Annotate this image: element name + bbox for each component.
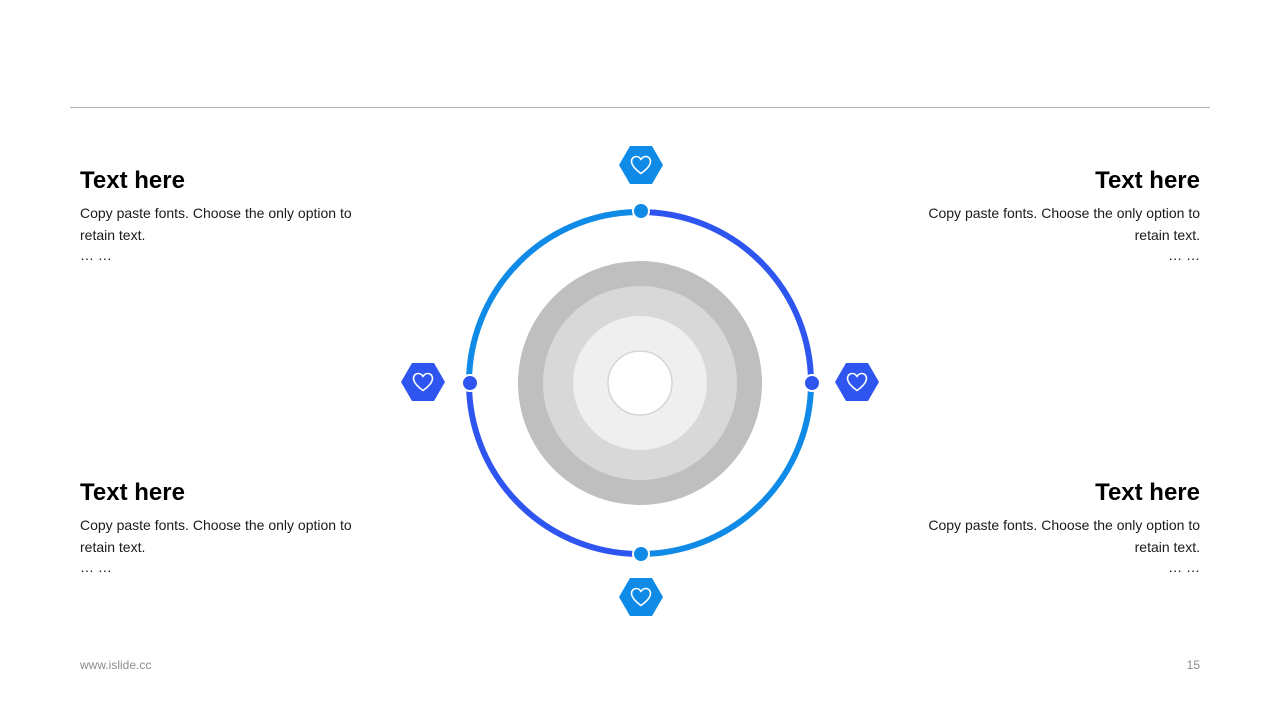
hexagon-badge-bottom [619, 578, 663, 616]
ring-arc-bottom-right [639, 382, 814, 557]
block-ellipsis: … … [1168, 559, 1200, 575]
text-block-top-left: Text here Copy paste fonts. Choose the o… [80, 166, 380, 264]
ring-dot-top [632, 202, 650, 220]
block-title: Text here [1095, 479, 1200, 506]
ring-dot-left [461, 374, 479, 392]
hexagon-badge-right [835, 363, 879, 401]
ring-dot-bottom [632, 545, 650, 563]
hexagon-badge-top [619, 146, 663, 184]
center-disc [607, 350, 673, 416]
top-divider [70, 107, 1210, 108]
ring-arc-top-right [639, 209, 814, 384]
block-body: Copy paste fonts. Choose the only option… [928, 517, 1200, 555]
ring-arc-top-left [466, 209, 641, 384]
text-block-bottom-right: Text here Copy paste fonts. Choose the o… [900, 478, 1200, 576]
block-ellipsis: … … [1168, 247, 1200, 263]
ring-arc-bottom-left [466, 382, 641, 557]
text-block-top-right: Text here Copy paste fonts. Choose the o… [900, 166, 1200, 264]
block-title: Text here [80, 479, 185, 506]
hexagon-badge-left [401, 363, 445, 401]
block-title: Text here [1095, 167, 1200, 194]
block-body: Copy paste fonts. Choose the only option… [80, 205, 352, 243]
block-title: Text here [80, 167, 185, 194]
text-block-bottom-left: Text here Copy paste fonts. Choose the o… [80, 478, 380, 576]
page-number: 15 [1186, 658, 1200, 672]
block-body: Copy paste fonts. Choose the only option… [928, 205, 1200, 243]
block-body: Copy paste fonts. Choose the only option… [80, 517, 352, 555]
footer-url: www.islide.cc [80, 658, 152, 672]
block-ellipsis: … … [80, 559, 112, 575]
block-ellipsis: … … [80, 247, 112, 263]
ring-dot-right [803, 374, 821, 392]
